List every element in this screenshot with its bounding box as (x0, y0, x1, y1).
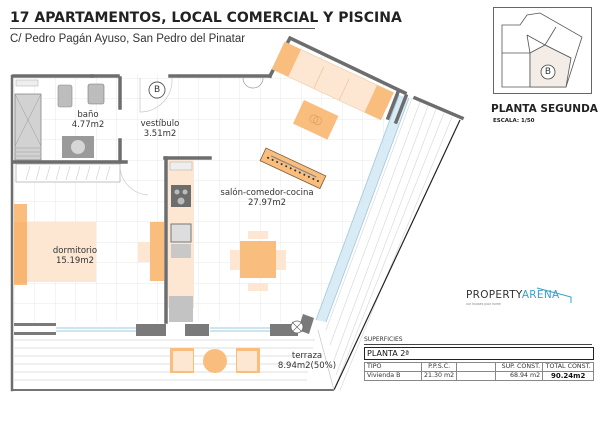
toilet-icon (57, 84, 73, 108)
tv-unit (259, 147, 327, 190)
room-area: 4.77m2 (71, 120, 105, 130)
floor-title: PLANTA SEGUNDA (491, 103, 598, 115)
key-plan-diagram (501, 12, 583, 88)
room-name: terraza (291, 351, 323, 361)
coffee-table (293, 100, 339, 140)
header-tipo: TIPO (364, 362, 422, 372)
desk (150, 222, 164, 281)
room-dormitorio: dormitorio 15.19m2 (45, 246, 105, 266)
room-area: 8.94m2(50%) (277, 361, 337, 371)
cell-ppsc: 21.30 m2 (420, 371, 458, 381)
header-ppsc: P.P.S.C. (420, 362, 458, 372)
bidet-icon (87, 83, 105, 105)
room-name: dormitorio (52, 246, 98, 256)
header-empty (456, 362, 497, 372)
dining-table (230, 231, 286, 291)
room-name: vestíbulo (140, 119, 180, 129)
wardrobe (15, 163, 121, 183)
unit-marker-circle (148, 81, 166, 99)
superficies-rule (364, 344, 592, 345)
logo-text-dark: PROPERTY (466, 289, 522, 301)
key-plan-frame (493, 7, 592, 94)
header-total-const: TOTAL CONST. (542, 362, 595, 372)
logo-tagline: our houses your home (466, 302, 501, 306)
superficies-title: SUPERFICIES (364, 336, 403, 343)
room-name: salón-comedor-cocina (220, 188, 314, 198)
header-sup-const: SUP. CONST. (495, 362, 544, 372)
kitchen (168, 160, 194, 322)
table-header-row: TIPO P.P.S.C. SUP. CONST. TOTAL CONST. (364, 362, 595, 372)
bed (14, 204, 96, 285)
address: C/ Pedro Pagán Ayuso, San Pedro del Pina… (10, 33, 246, 45)
glazed-facade (315, 94, 410, 323)
table-row: Vivienda B 21.30 m2 68.94 m2 90.24m2 (364, 371, 595, 381)
title-underline (10, 28, 315, 29)
terrace-furniture (170, 348, 260, 373)
key-plan-unit-marker: B (544, 67, 552, 77)
surfaces-table: TIPO P.P.S.C. SUP. CONST. TOTAL CONST. V… (364, 362, 595, 381)
room-area: 15.19m2 (55, 256, 95, 266)
terrace-east (317, 95, 461, 391)
floor-label: PLANTA 2ª (364, 347, 594, 360)
bathroom-fixtures (14, 79, 105, 161)
document-title: 17 APARTAMENTOS, LOCAL COMERCIAL Y PISCI… (10, 10, 402, 26)
cell-sup-const: 68.94 m2 (495, 371, 544, 381)
room-salon-comedor-cocina: salón-comedor-cocina 27.97m2 (212, 188, 322, 208)
room-name: baño (77, 110, 99, 120)
sofa (271, 41, 394, 121)
south-window (56, 327, 270, 332)
logo-text-accent: ARENA (521, 289, 560, 301)
kitchen-sink-icon (170, 223, 192, 243)
property-arena-logo: PROPERTYARENA (466, 289, 559, 301)
room-terraza: terraza 8.94m2(50%) (275, 351, 339, 371)
cell-empty (456, 371, 497, 381)
room-area: 27.97m2 (247, 198, 287, 208)
cell-total-const: 90.24m2 (542, 371, 595, 381)
entry-door (139, 77, 173, 113)
terrace-south (12, 330, 334, 391)
unit-marker: B (154, 85, 161, 95)
room-area: 3.51m2 (143, 129, 177, 139)
room-vestibulo: vestíbulo 3.51m2 (135, 119, 185, 139)
desk-chair (138, 242, 150, 262)
room-bano: baño 4.77m2 (68, 110, 108, 130)
scale-label: ESCALA: 1/50 (493, 118, 535, 124)
walls (10, 35, 465, 392)
cell-tipo: Vivienda B (364, 371, 422, 381)
